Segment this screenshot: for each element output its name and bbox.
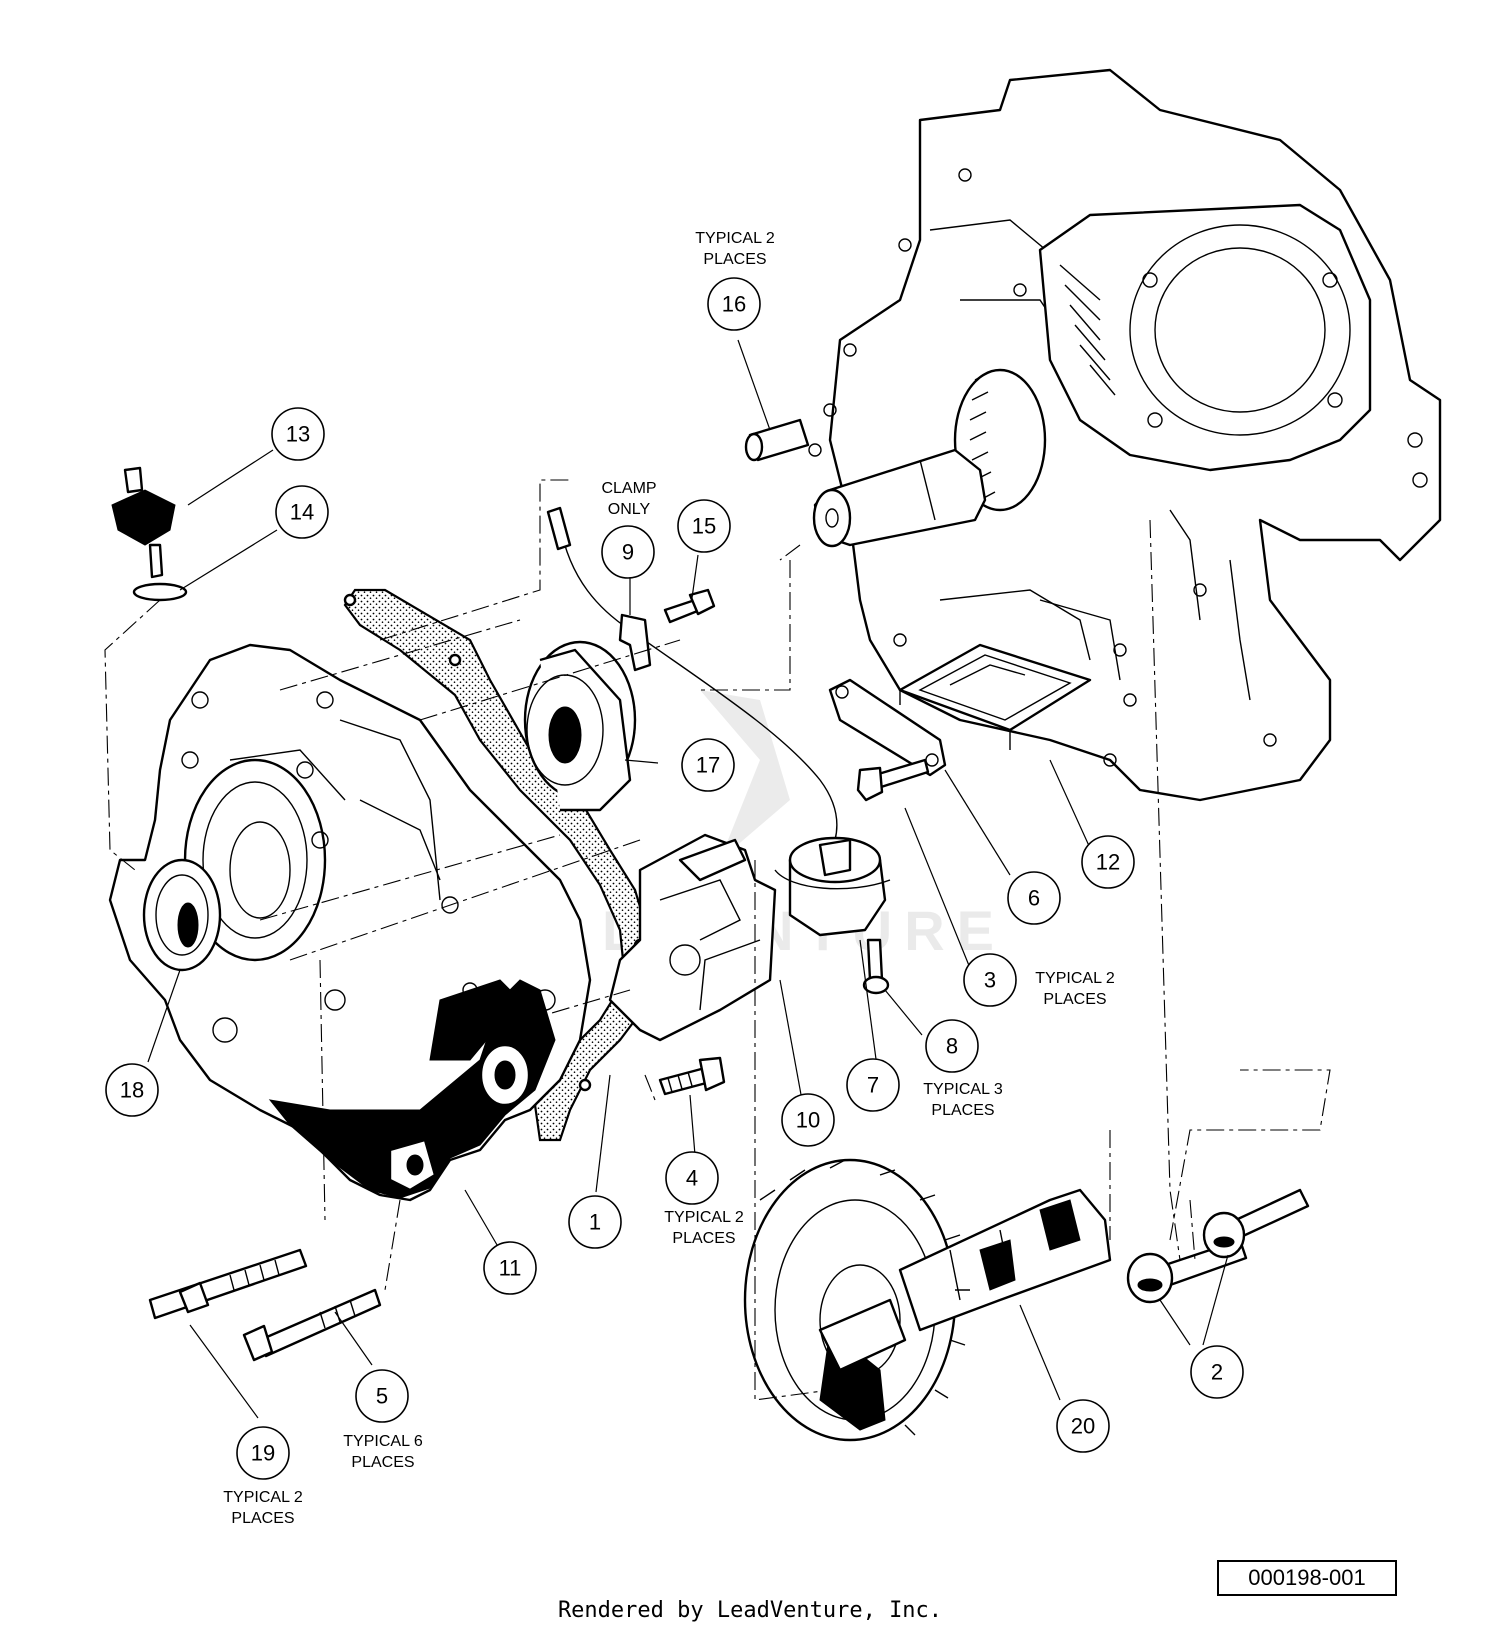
callout-10-label: 10 (796, 1108, 820, 1133)
callout-9-label: 9 (622, 540, 634, 565)
note-9-clamp-only: CLAMP ONLY (601, 480, 656, 518)
screw-8 (862, 938, 890, 995)
callout-13-label: 13 (286, 422, 310, 447)
callout-3-label: 3 (984, 968, 996, 993)
svg-text:PLACES: PLACES (351, 1454, 414, 1471)
note-4-typical-2: TYPICAL 2 PLACES (664, 1209, 744, 1247)
svg-text:TYPICAL 3: TYPICAL 3 (923, 1081, 1003, 1098)
footer-credit: Rendered by LeadVenture, Inc. (557, 1598, 943, 1623)
callout-18-label: 18 (120, 1078, 144, 1103)
note-19-typical-2: TYPICAL 2 PLACES (223, 1489, 303, 1527)
callout-2-label: 2 (1211, 1360, 1223, 1385)
callout-12[interactable]: 12 (1081, 835, 1135, 889)
callout-10[interactable]: 10 (781, 1093, 835, 1147)
main-bearing (523, 640, 637, 812)
governor-assembly (608, 833, 777, 1042)
callout-8-label: 8 (946, 1034, 958, 1059)
svg-text:TYPICAL 2: TYPICAL 2 (1035, 970, 1115, 987)
callout-6-label: 6 (1028, 886, 1040, 911)
callout-20-label: 20 (1071, 1414, 1095, 1439)
callout-1[interactable]: 1 (568, 1195, 622, 1249)
callout-7-label: 7 (867, 1073, 879, 1098)
diagram-reference-number: 000198-001 (1217, 1560, 1397, 1596)
note-5-typical-6: TYPICAL 6 PLACES (343, 1433, 423, 1471)
bolt-3 (856, 758, 930, 802)
long-stud (148, 1248, 308, 1320)
callout-5[interactable]: 5 (355, 1369, 409, 1423)
callout-8[interactable]: 8 (925, 1019, 979, 1073)
callout-4-label: 4 (686, 1166, 698, 1191)
svg-text:TYPICAL 6: TYPICAL 6 (343, 1433, 423, 1450)
callout-14-label: 14 (290, 500, 314, 525)
callout-14[interactable]: 14 (275, 485, 329, 539)
assembly-lines (104, 479, 1331, 1401)
sensor-wire (546, 506, 838, 841)
note-3-typical-2: TYPICAL 2 PLACES (1035, 970, 1115, 1008)
callout-17[interactable]: 17 (681, 738, 735, 792)
speed-sensor (774, 836, 891, 937)
oil-seal (142, 858, 222, 972)
callout-20[interactable]: 20 (1056, 1399, 1110, 1453)
svg-text:PLACES: PLACES (703, 251, 766, 268)
callout-19-label: 19 (251, 1441, 275, 1466)
callout-11[interactable]: 11 (483, 1241, 537, 1295)
svg-text:ONLY: ONLY (608, 501, 651, 518)
note-8-typical-3: TYPICAL 3 PLACES (923, 1081, 1003, 1119)
callout-17-label: 17 (696, 753, 720, 778)
screw-15 (663, 588, 716, 624)
valve-tappets (1126, 1188, 1310, 1304)
callout-18[interactable]: 18 (105, 1063, 159, 1117)
callout-19[interactable]: 19 (236, 1426, 290, 1480)
cover-gasket (343, 588, 652, 1142)
svg-text:TYPICAL 2: TYPICAL 2 (223, 1489, 303, 1506)
svg-text:PLACES: PLACES (931, 1102, 994, 1119)
svg-text:CLAMP: CLAMP (601, 480, 656, 497)
breather-cover (898, 643, 1092, 750)
callout-15-label: 15 (692, 514, 716, 539)
engine-crankcase (808, 68, 1442, 802)
callout-9[interactable]: 9 (601, 525, 655, 579)
callout-12-label: 12 (1096, 850, 1120, 875)
callout-4[interactable]: 4 (665, 1151, 719, 1205)
vent-fitting (111, 466, 188, 602)
dowel-pin (744, 418, 810, 462)
callout-5-label: 5 (376, 1384, 388, 1409)
leader-lines (147, 339, 1229, 1419)
callout-11-label: 11 (499, 1256, 522, 1281)
svg-text:TYPICAL 2: TYPICAL 2 (664, 1209, 744, 1226)
hex-bolt-5 (242, 1288, 382, 1362)
note-16-typical-2: TYPICAL 2 PLACES (695, 230, 775, 268)
callout-6[interactable]: 6 (1007, 871, 1061, 925)
callout-15[interactable]: 15 (677, 499, 731, 553)
callout-1-label: 1 (589, 1210, 601, 1235)
callout-16[interactable]: 16 (707, 277, 761, 331)
callout-16-label: 16 (722, 292, 746, 317)
callout-3[interactable]: 3 (963, 953, 1017, 1007)
camshaft-gear (743, 1158, 1112, 1442)
svg-text:PLACES: PLACES (231, 1510, 294, 1527)
svg-text:PLACES: PLACES (1043, 991, 1106, 1008)
wire-clamp (618, 613, 652, 672)
callout-13[interactable]: 13 (271, 407, 325, 461)
callout-2[interactable]: 2 (1190, 1345, 1244, 1399)
callout-7[interactable]: 7 (846, 1058, 900, 1112)
bolt-4 (658, 1056, 726, 1096)
svg-text:PLACES: PLACES (672, 1230, 735, 1247)
svg-text:TYPICAL 2: TYPICAL 2 (695, 230, 775, 247)
